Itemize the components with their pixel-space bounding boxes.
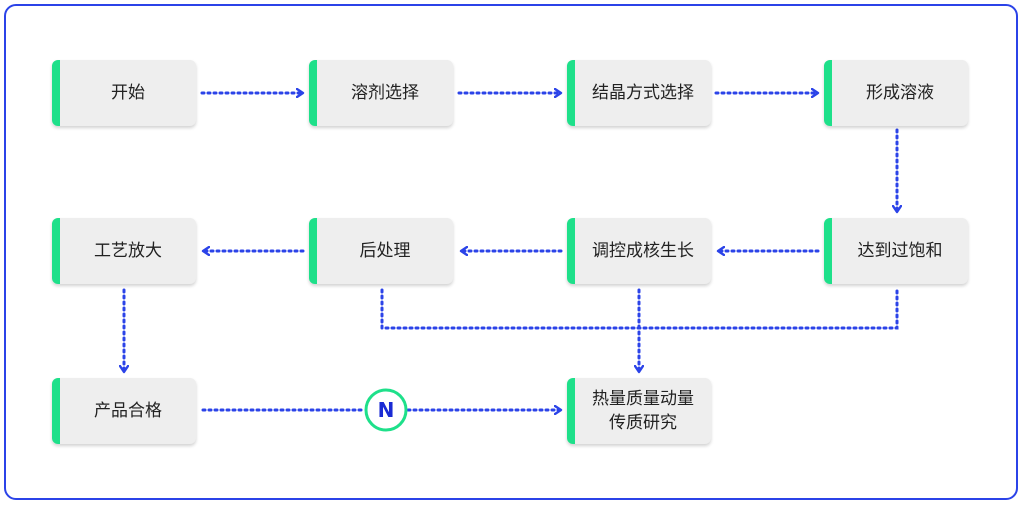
accent-bar [309,218,317,284]
node-nucleation-control[interactable]: 调控成核生长 [567,218,711,284]
node-form-solution[interactable]: 形成溶液 [824,60,968,126]
diagram-frame [4,4,1018,500]
node-label: 调控成核生长 [592,241,694,261]
accent-bar [824,60,832,126]
node-label: 开始 [111,83,145,103]
node-label: 达到过饱和 [857,241,943,261]
node-crystallization-mode[interactable]: 结晶方式选择 [567,60,711,126]
node-label: 形成溶液 [866,83,934,103]
node-label: 后处理 [359,241,411,261]
accent-bar [52,60,60,126]
node-product-qualified[interactable]: 产品合格 [52,378,196,444]
accent-bar [567,378,575,444]
accent-bar [567,60,575,126]
node-start[interactable]: 开始 [52,60,196,126]
n-badge: N [364,388,408,432]
svg-text:N: N [378,398,395,422]
node-label: 产品合格 [94,401,162,421]
node-transfer-research[interactable]: 热量质量动量 传质研究 [567,378,711,444]
accent-bar [52,378,60,444]
node-scale-up[interactable]: 工艺放大 [52,218,196,284]
node-label: 溶剂选择 [351,83,419,103]
node-label: 结晶方式选择 [592,83,694,103]
node-supersaturation[interactable]: 达到过饱和 [824,218,968,284]
node-label: 热量质量动量 传质研究 [592,389,694,433]
accent-bar [52,218,60,284]
accent-bar [824,218,832,284]
node-solvent-selection[interactable]: 溶剂选择 [309,60,453,126]
accent-bar [567,218,575,284]
node-label: 工艺放大 [94,241,162,261]
node-post-processing[interactable]: 后处理 [309,218,453,284]
accent-bar [309,60,317,126]
